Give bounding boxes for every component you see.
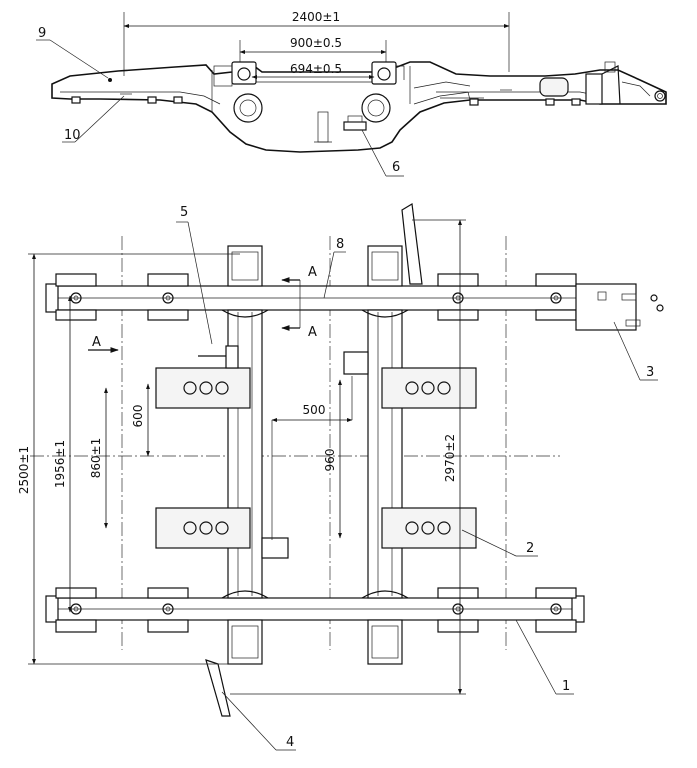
part-label-1: 1 [562, 679, 570, 694]
dim-bracket-depth: 960 [323, 449, 337, 472]
part-label-6: 6 [392, 160, 400, 175]
part-label-10: 10 [64, 128, 81, 143]
part-label-4: 4 [286, 735, 294, 750]
dim-side-frame-gauge: 1956±1 [53, 440, 67, 488]
part-label-8: 8 [336, 237, 344, 252]
dim-frame-length: 2400±1 [292, 10, 340, 24]
part-label-3: 3 [646, 365, 654, 380]
dim-crossbeam-length: 2970±2 [443, 434, 457, 482]
dim-bolster-spacing-inner: 694±0.5 [290, 62, 342, 76]
dim-overall-width: 2500±1 [17, 446, 31, 494]
part-label-9: 9 [38, 26, 46, 41]
plan-view: 2500±1 1956±1 860±1 600 500 960 2970±2 A… [17, 203, 664, 751]
dim-bolster-spacing-outer: 900±0.5 [290, 36, 342, 50]
dim-bracket-offset: 600 [131, 405, 145, 428]
section-marker-a-top: A [308, 265, 317, 280]
part-label-2: 2 [526, 541, 534, 556]
part-label-5: 5 [180, 205, 188, 220]
side-elevation-view: 2400±1 900±0.5 694±0.5 9 10 6 [36, 10, 667, 177]
dim-bracket-pitch: 860±1 [89, 438, 103, 479]
dim-bracket-span: 500 [303, 403, 326, 417]
section-marker-a-left: A [92, 335, 101, 350]
section-marker-a-bottom: A [308, 325, 317, 340]
